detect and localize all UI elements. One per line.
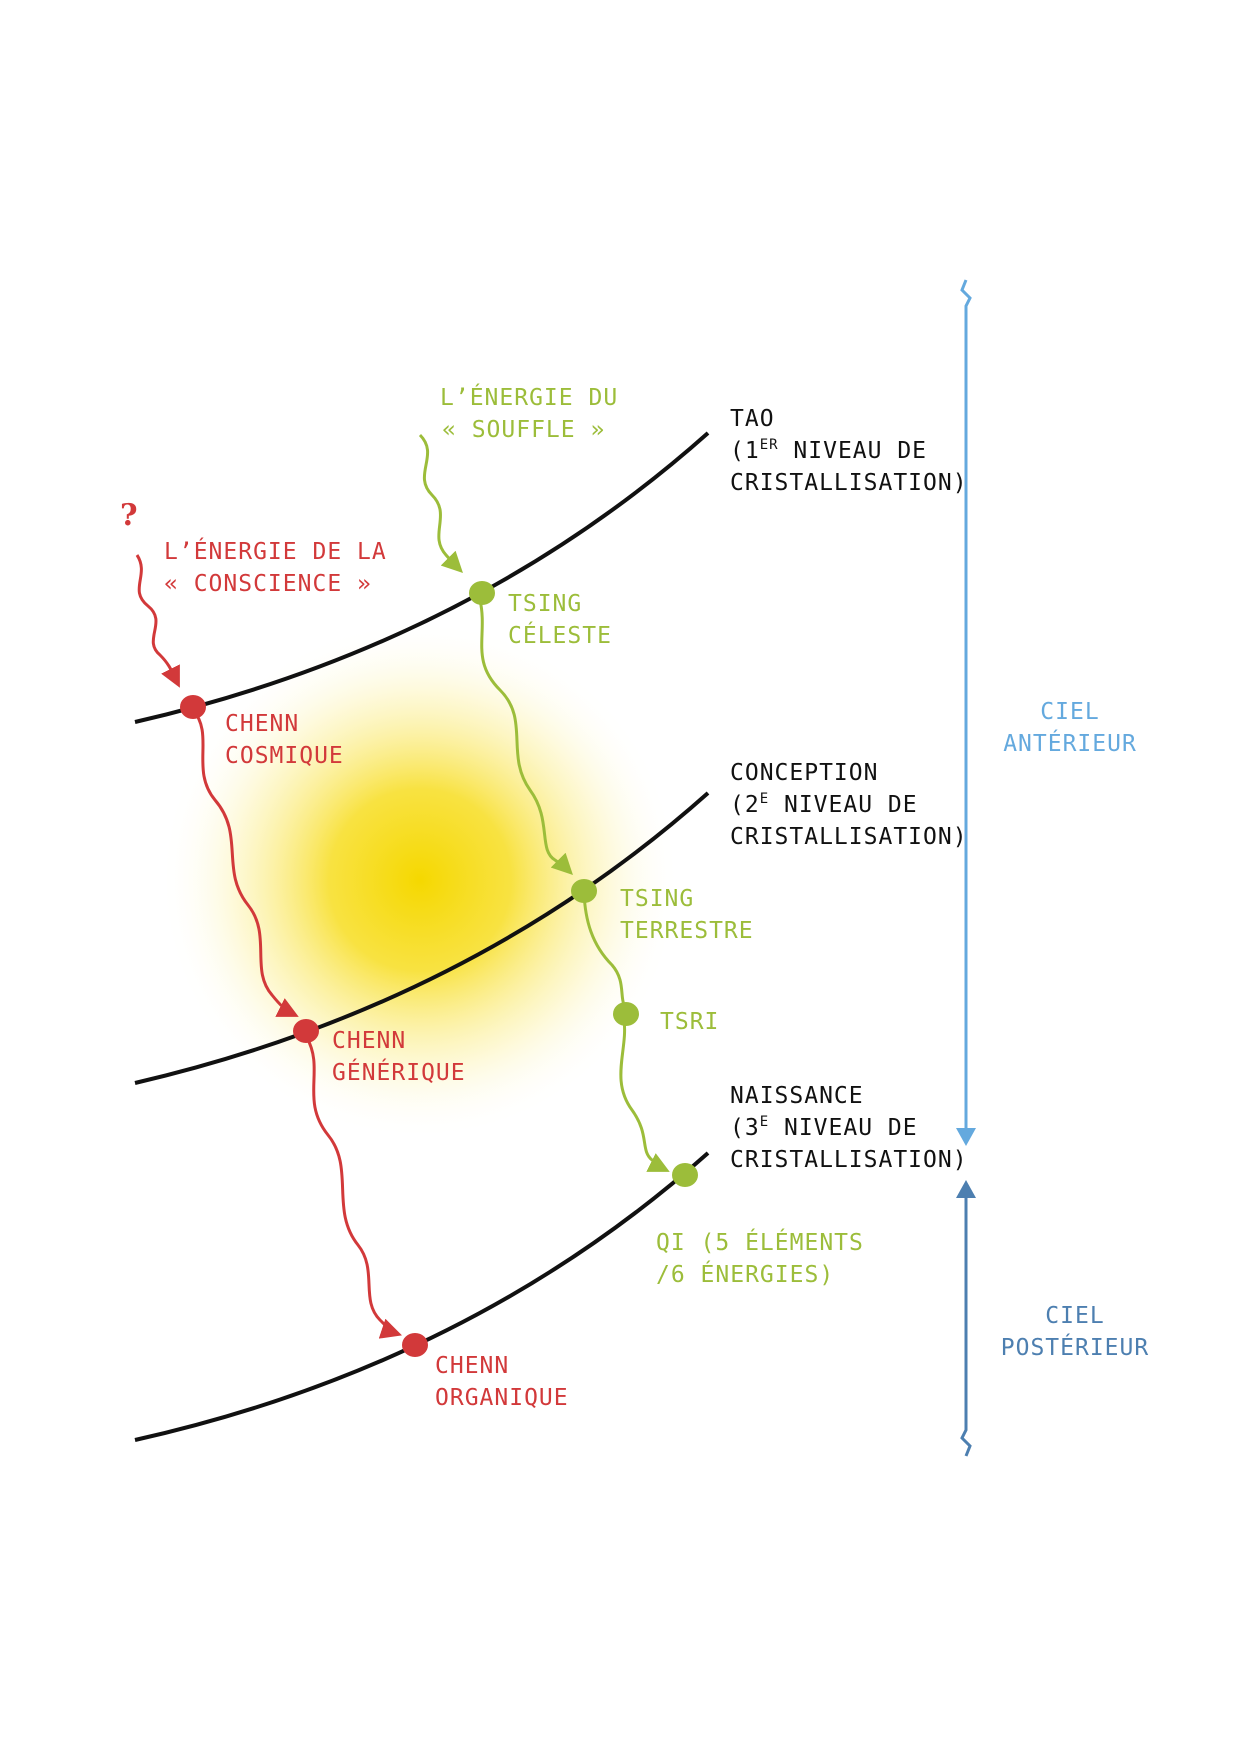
conscience-energy-path — [135, 554, 180, 688]
ciel-posterieur-line2: POSTÉRIEUR — [1000, 1335, 1150, 1361]
tsing-terrestre-line2: TERRESTRE — [620, 918, 754, 944]
chenn-generique-label: CHENN GÉNÉRIQUE — [332, 1025, 466, 1089]
conscience-source-line2: « CONSCIENCE » — [164, 571, 372, 597]
naissance-level-line3: CRISTALLISATION) — [730, 1147, 968, 1173]
chenn-organique-line1: CHENN — [435, 1353, 510, 1379]
terrestre-to-tsri-path — [582, 891, 626, 1006]
qi-line1: QI (5 ÉLÉMENTS — [656, 1230, 864, 1256]
naissance-level-number: (3E NIVEAU DE — [730, 1114, 918, 1141]
chenn-organique-label: CHENN ORGANIQUE — [435, 1350, 569, 1414]
tsri-label: TSRI — [660, 1006, 719, 1038]
chenn-cosmique-line1: CHENN — [225, 711, 300, 737]
ciel-posterieur-line1: CIEL — [1045, 1303, 1105, 1329]
chenn-generique-line2: GÉNÉRIQUE — [332, 1060, 466, 1086]
ciel-anterieur-label: CIEL ANTÉRIEUR — [995, 696, 1145, 760]
qi-line2: /6 ÉNERGIES) — [656, 1262, 835, 1288]
chenn-cosmique-label: CHENN COSMIQUE — [225, 708, 344, 772]
chenn-organique-dot — [402, 1333, 428, 1357]
ciel-posterieur-axis — [960, 1190, 972, 1457]
naissance-level-curve — [134, 1151, 710, 1442]
qi-dot — [672, 1163, 698, 1187]
tao-level-curve — [134, 431, 710, 724]
tsing-terrestre-dot — [571, 879, 597, 903]
conception-level-line3: CRISTALLISATION) — [730, 824, 968, 850]
celeste-to-terrestre-path — [478, 599, 573, 875]
conception-level-curve — [134, 791, 710, 1085]
tsing-celeste-line1: TSING — [508, 591, 583, 617]
souffle-source-label: L’ÉNERGIE DU « SOUFFLE » — [440, 382, 618, 446]
tao-level-label: TAO (1ER NIVEAU DE CRISTALLISATION) — [730, 403, 968, 499]
qi-label: QI (5 ÉLÉMENTS /6 ÉNERGIES) — [656, 1227, 864, 1291]
tao-title: TAO — [730, 406, 775, 432]
chenn-cosmique-line2: COSMIQUE — [225, 743, 344, 769]
tsri-text: TSRI — [660, 1009, 720, 1035]
cosmique-to-generique-path — [191, 709, 299, 1017]
chenn-organique-line2: ORGANIQUE — [435, 1385, 569, 1411]
tsing-celeste-dot — [469, 581, 495, 605]
ciel-posterieur-arrowhead — [956, 1180, 976, 1198]
souffle-source-line2: « SOUFFLE » — [442, 417, 606, 443]
chenn-cosmique-dot — [180, 695, 206, 719]
ciel-anterieur-arrowhead — [956, 1128, 976, 1146]
tsing-terrestre-label: TSING TERRESTRE — [620, 883, 754, 947]
souffle-source-line1: L’ÉNERGIE DU — [440, 385, 619, 411]
conception-level-number: (2E NIVEAU DE — [730, 791, 918, 818]
tao-level-number: (1ER NIVEAU DE — [730, 437, 928, 464]
conception-level-label: CONCEPTION (2E NIVEAU DE CRISTALLISATION… — [730, 757, 968, 853]
conception-title: CONCEPTION — [730, 760, 879, 786]
tsing-terrestre-line1: TSING — [620, 886, 695, 912]
generique-to-organique-path — [305, 1037, 402, 1339]
ciel-anterieur-axis — [960, 279, 972, 1140]
ciel-anterieur-line1: CIEL — [1040, 699, 1100, 725]
naissance-level-label: NAISSANCE (3E NIVEAU DE CRISTALLISATION) — [730, 1080, 968, 1176]
tsri-dot — [613, 1002, 639, 1026]
chenn-generique-line1: CHENN — [332, 1028, 407, 1054]
chenn-generique-dot — [293, 1019, 319, 1043]
tsri-to-qi-path — [619, 1019, 670, 1172]
conscience-source-label: L’ÉNERGIE DE LA « CONSCIENCE » — [164, 536, 387, 600]
ciel-posterieur-label: CIEL POSTÉRIEUR — [995, 1300, 1155, 1364]
conscience-source-line1: L’ÉNERGIE DE LA — [164, 539, 387, 565]
tsing-celeste-label: TSING CÉLESTE — [508, 588, 612, 652]
tsing-celeste-line2: CÉLESTE — [508, 623, 612, 649]
ciel-anterieur-line2: ANTÉRIEUR — [1003, 731, 1137, 757]
question-mark: ? — [120, 498, 138, 533]
naissance-title: NAISSANCE — [730, 1083, 864, 1109]
souffle-energy-path — [418, 433, 463, 573]
tao-level-line3: CRISTALLISATION) — [730, 470, 968, 496]
